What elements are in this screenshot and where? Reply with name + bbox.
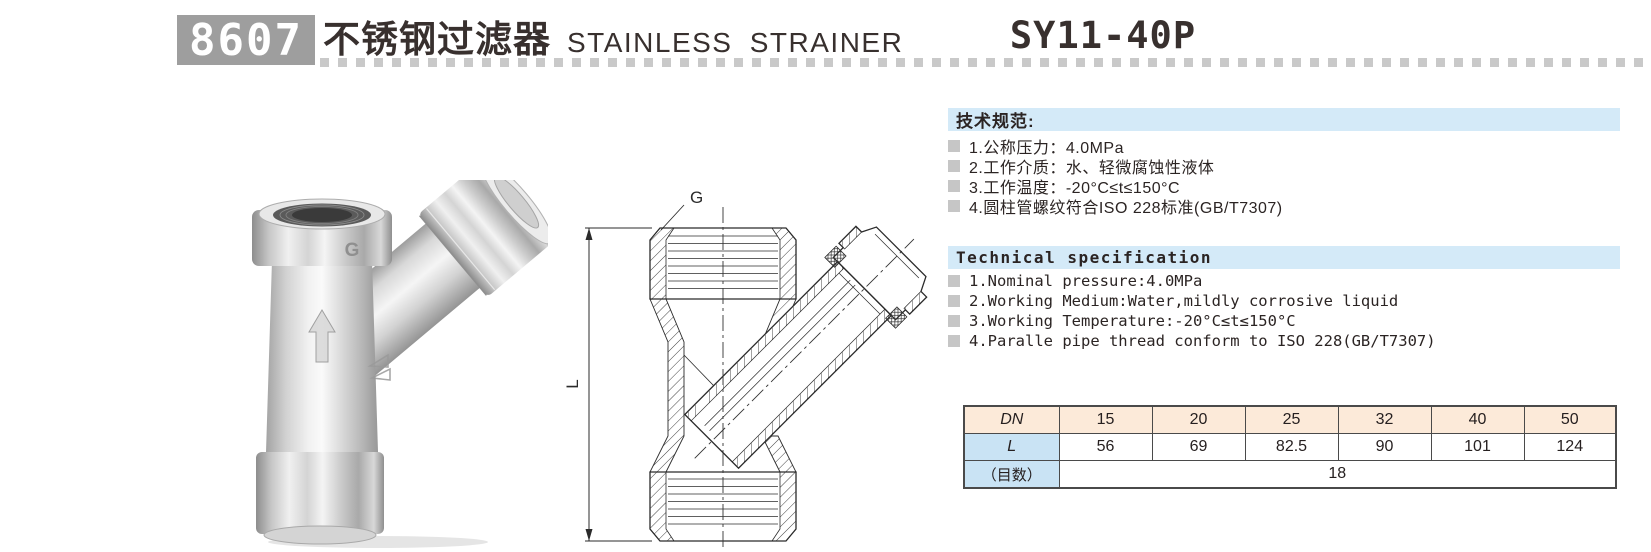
dotted-separator: [320, 58, 1645, 67]
spec-list-cn: 1.公称压力：4.0MPa 2.工作介质：水、轻微腐蚀性液体 3.工作温度：-2…: [948, 136, 1283, 217]
bullet-square-icon: [948, 160, 960, 172]
mesh-value-cell: 18: [1058, 460, 1617, 489]
flow-arrow-emboss: [308, 309, 336, 363]
spec-item: 1.公称压力：4.0MPa: [948, 136, 1283, 157]
spec-heading-en: Technical specification: [948, 246, 1620, 269]
spec-item: 1.Nominal pressure:4.0MPa: [948, 271, 1436, 291]
model-number: SY11-40P: [1009, 14, 1197, 57]
table-row: （目数） 18: [963, 460, 1617, 489]
photo-bottom-hex: [256, 452, 384, 545]
bullet-square-icon: [948, 335, 960, 347]
dimension-arrow-icon: [585, 529, 593, 541]
dn-value-cell: 32: [1337, 405, 1432, 434]
spec-item: 2.Working Medium:Water,mildly corrosive …: [948, 291, 1436, 311]
seal-crosshatch: [824, 245, 847, 268]
bullet-square-icon: [948, 200, 960, 212]
spec-list-en: 1.Nominal pressure:4.0MPa 2.Working Medi…: [948, 271, 1436, 351]
dn-value-cell: 50: [1523, 405, 1617, 434]
product-code-box: 8607: [177, 14, 315, 66]
spec-item: 4.Paralle pipe thread conform to ISO 228…: [948, 331, 1436, 351]
size-table: DN 15 20 25 32 40 50 L 56 69 82.5 90 101…: [963, 405, 1617, 489]
dn-value-cell: 25: [1244, 405, 1339, 434]
spec-item: 3.工作温度：-20°C≤t≤150°C: [948, 176, 1283, 197]
table-row: L 56 69 82.5 90 101 124: [963, 433, 1617, 461]
port-size-label: G: [690, 188, 703, 207]
product-photo: G: [252, 180, 548, 548]
l-value-cell: 124: [1523, 433, 1617, 461]
product-code: 8607: [189, 14, 303, 66]
page-title: 不锈钢过滤器 STAINLESS STRAINER: [323, 18, 903, 62]
bullet-square-icon: [948, 140, 960, 152]
spec-item: 4.圆柱管螺纹符合ISO 228标准(GB/T7307): [948, 196, 1283, 217]
dn-value-cell: 20: [1151, 405, 1246, 434]
spec-item: 3.Working Temperature:-20°C≤t≤150°C: [948, 311, 1436, 331]
length-dim-label: L: [563, 379, 582, 388]
bullet-square-icon: [948, 315, 960, 327]
dimension-L: [585, 227, 652, 542]
l-value-cell: 90: [1337, 433, 1432, 461]
table-row: DN 15 20 25 32 40 50: [963, 405, 1617, 434]
dn-header-cell: DN: [963, 405, 1060, 434]
l-header-cell: L: [963, 433, 1060, 461]
photo-thread-marking: G: [345, 240, 360, 261]
spec-item: 2.工作介质：水、轻微腐蚀性液体: [948, 156, 1283, 177]
bullet-square-icon: [948, 295, 960, 307]
dn-value-cell: 40: [1430, 405, 1525, 434]
bullet-square-icon: [948, 275, 960, 287]
l-value-cell: 56: [1058, 433, 1153, 461]
dimension-arrow-icon: [585, 228, 593, 240]
drawing-strainer-branch: [683, 225, 928, 470]
l-value-cell: 82.5: [1244, 433, 1339, 461]
spec-heading-cn: 技术规范:: [948, 108, 1620, 131]
page-title-cn: 不锈钢过滤器: [323, 19, 551, 60]
technical-drawing: G L: [563, 188, 928, 549]
bullet-square-icon: [948, 180, 960, 192]
dn-value-cell: 15: [1058, 405, 1153, 434]
l-value-cell: 69: [1151, 433, 1246, 461]
page-title-en: STAINLESS STRAINER: [567, 27, 904, 58]
g-leader-line: [660, 204, 685, 231]
photo-top-hex: [252, 198, 392, 266]
l-value-cell: 101: [1430, 433, 1525, 461]
brand-emboss: [367, 353, 391, 381]
mesh-header-cell: （目数）: [963, 460, 1060, 489]
seal-crosshatch: [885, 306, 908, 329]
